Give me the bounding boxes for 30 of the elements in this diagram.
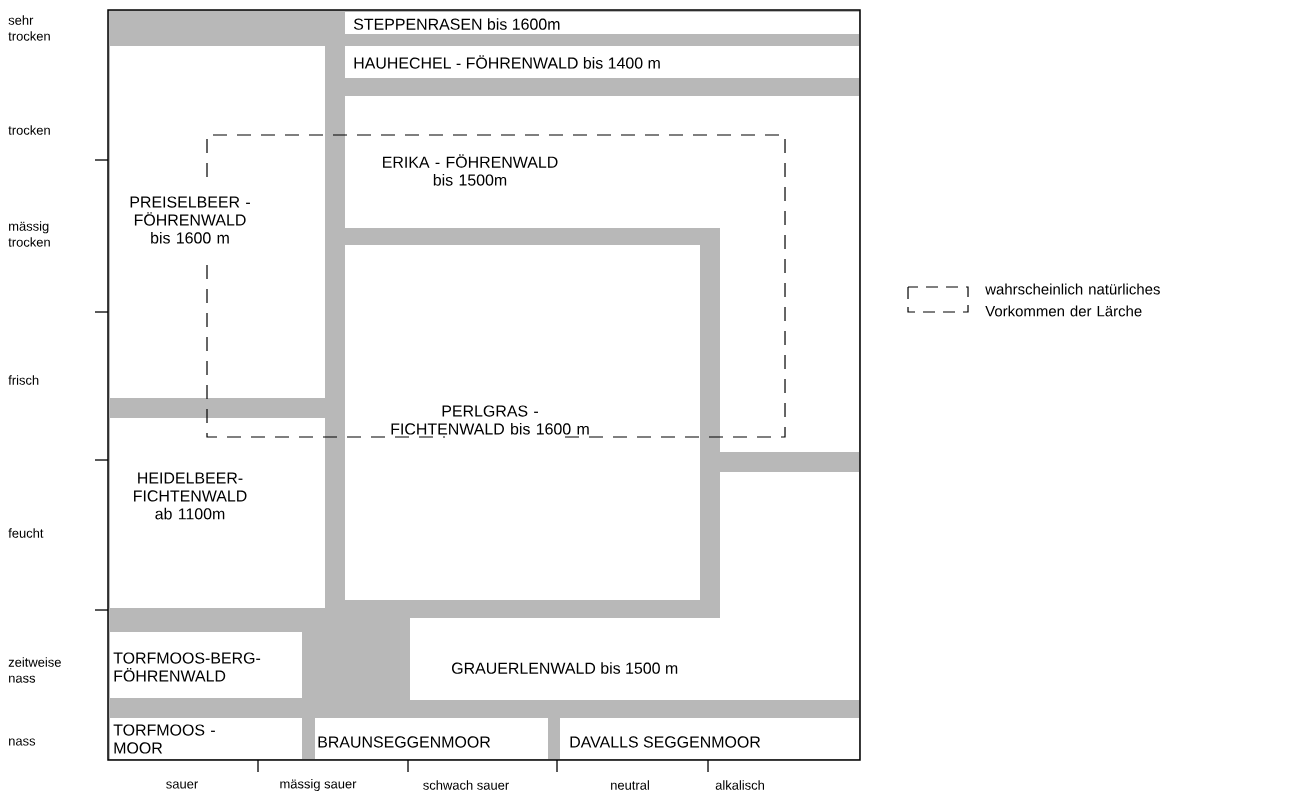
node-label: BRAUNSEGGENMOOR [318,736,491,748]
axis-label: frisch [8,375,39,385]
axis-label: mässig sauer [280,778,357,792]
vegetation-zone: STEPPENRASEN bis 1600m [345,12,859,34]
vegetation-zone: TORFMOOS-BERG- FÖHRENWALD [110,632,302,698]
vegetation-zone: DAVALLS SEGGENMOOR [560,718,859,759]
node-label: GRAUERLENWALD bis 1500 m [452,662,678,674]
node-label: TORFMOOS - MOOR [113,724,215,754]
legend-text: wahrscheinlich natürliches Vorkommen der Lärche [985,283,1160,317]
node-label: HAUHECHEL - FÖHRENWALD bis 1400 m [354,55,660,69]
axis-label: nass [9,738,36,746]
axis-label: feucht [8,528,44,538]
axis-label: zeitweise nass [8,657,61,683]
vegetation-zone: HAUHECHEL - FÖHRENWALD bis 1400 m [345,46,859,78]
axis-label: alkalisch [715,780,764,790]
vegetation-zone: GRAUERLENWALD bis 1500 m [410,472,859,700]
vegetation-zone: HEIDELBEER- FICHTENWALD ab 1100m [110,418,325,608]
vegetation-zone: PREISELBEER - FÖHRENWALD bis 1600 m [110,46,325,398]
axis-label: sauer [166,781,198,789]
node-label: STEPPENRASEN bis 1600m [353,18,560,30]
axis-label: neutral [611,780,649,790]
node-label: ERIKA - FÖHRENWALD bis 1500m [383,154,558,186]
axis-label: mässig trocken [8,221,50,247]
axis-label: sehr trocken [8,15,50,41]
axis-label: trocken [8,125,50,135]
vegetation-zone: TORFMOOS - MOOR [110,718,302,759]
axis-label: schwach sauer [423,780,509,790]
vegetation-zone: BRAUNSEGGENMOOR [315,718,548,759]
node-label: DAVALLS SEGGENMOOR [570,736,761,748]
vegetation-zone: PERLGRAS - FICHTENWALD bis 1600 m [345,245,700,600]
